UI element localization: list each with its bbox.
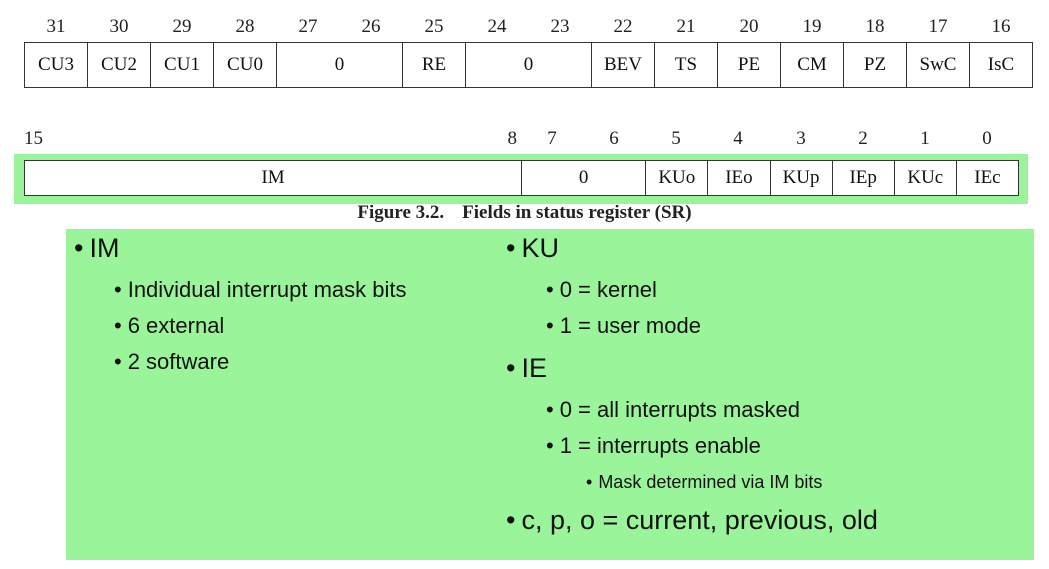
bit-number: 3 bbox=[796, 128, 806, 149]
register-field: IEo bbox=[708, 160, 771, 196]
bit-number: 26 bbox=[361, 16, 381, 37]
register-field: CU1 bbox=[151, 42, 214, 88]
figure-caption: Figure 3.2. Fields in status register (SR… bbox=[0, 205, 1049, 227]
register-field: IM bbox=[25, 160, 522, 196]
note-ku: •KU bbox=[506, 233, 559, 263]
register-field: KUo bbox=[646, 160, 709, 196]
top-bit-numbers: 31 30 29 28 27 26 25 24 23 22 21 20 19 18 17 16 bbox=[24, 16, 1032, 40]
bit-number: 17 bbox=[928, 16, 948, 37]
bit-number: 16 bbox=[991, 16, 1011, 37]
register-field: TS bbox=[655, 42, 718, 88]
register-field: 0 bbox=[522, 160, 647, 196]
register-field: CU0 bbox=[214, 42, 277, 88]
note-im-item: •Individual interrupt mask bits bbox=[114, 277, 407, 302]
register-field: IEp bbox=[832, 160, 895, 196]
bit-number: 7 bbox=[547, 128, 557, 149]
bit-number: 23 bbox=[550, 16, 570, 37]
bit-number: 25 bbox=[424, 16, 444, 37]
bit-number: 31 bbox=[46, 16, 66, 37]
register-field: 0 bbox=[277, 42, 403, 88]
bit-number: 0 bbox=[982, 128, 992, 149]
bit-number: 22 bbox=[613, 16, 633, 37]
bit-number: 27 bbox=[298, 16, 318, 37]
register-field: IEc bbox=[956, 160, 1019, 196]
bit-number: 29 bbox=[172, 16, 192, 37]
bit-number: 5 bbox=[671, 128, 681, 149]
note-ie: •IE bbox=[506, 353, 547, 383]
register-field: BEV bbox=[592, 42, 655, 88]
bit-number: 2 bbox=[858, 128, 868, 149]
register-field: CU3 bbox=[25, 42, 88, 88]
note-ku-item: •1 = user mode bbox=[546, 313, 701, 338]
bit-number: 28 bbox=[235, 16, 255, 37]
bit-number: 30 bbox=[109, 16, 129, 37]
bit-number: 15 bbox=[24, 128, 43, 149]
bit-number: 4 bbox=[733, 128, 743, 149]
caption-number: Figure 3.2. bbox=[357, 205, 445, 223]
bit-number: 24 bbox=[487, 16, 507, 37]
caption-text: Fields in status register (SR) bbox=[462, 205, 692, 223]
note-im-item: •6 external bbox=[114, 313, 225, 338]
note-ku-item: •0 = kernel bbox=[546, 277, 657, 302]
register-field: PZ bbox=[844, 42, 907, 88]
register-field: KUc bbox=[894, 160, 957, 196]
bit-number: 21 bbox=[676, 16, 696, 37]
bit-number: 8 bbox=[507, 128, 518, 149]
register-field: SwC bbox=[907, 42, 970, 88]
register-field: CM bbox=[781, 42, 844, 88]
note-ie-item: •0 = all interrupts masked bbox=[546, 397, 800, 422]
register-field: IsC bbox=[970, 42, 1033, 88]
note-im: •IM bbox=[74, 233, 120, 263]
bit-number: 19 bbox=[802, 16, 822, 37]
register-field: 0 bbox=[466, 42, 592, 88]
register-field: CU2 bbox=[88, 42, 151, 88]
bit-number: 6 bbox=[609, 128, 619, 149]
register-field: KUp bbox=[770, 160, 833, 196]
note-suffixes: •c, p, o = current, previous, old bbox=[506, 505, 878, 535]
bit-number: 18 bbox=[865, 16, 885, 37]
register-field: RE bbox=[403, 42, 466, 88]
note-ie-item: •1 = interrupts enable bbox=[546, 433, 761, 458]
notes-panel: •IM •Individual interrupt mask bits •6 e… bbox=[66, 229, 1034, 560]
bit-number: 20 bbox=[739, 16, 759, 37]
note-im-item: •2 software bbox=[114, 349, 230, 374]
note-ie-sub-item: •Mask determined via IM bits bbox=[586, 472, 823, 492]
register-field: PE bbox=[718, 42, 781, 88]
bottom-bit-numbers: 15 8 7 6 5 4 3 2 1 0 bbox=[24, 128, 1032, 152]
bit-number: 1 bbox=[920, 128, 930, 149]
